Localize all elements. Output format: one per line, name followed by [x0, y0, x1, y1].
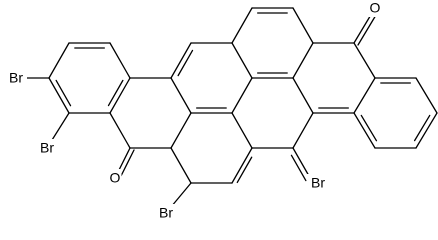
- bond-16: [292, 77, 314, 114]
- bromine-label-4-background: [307, 174, 329, 192]
- bond-layer: [15, 7, 438, 214]
- bromine-label-4-text: Br: [311, 175, 325, 191]
- bond-5: [292, 7, 314, 44]
- bond-27: [109, 77, 131, 114]
- bond-13: [353, 42, 376, 79]
- oxygen-label-2-text: O: [110, 170, 121, 186]
- bond-22: [170, 147, 192, 184]
- double-bond-inner-12: [413, 114, 431, 142]
- bond-1: [170, 42, 192, 79]
- bromine-label-2-text: Br: [40, 140, 54, 156]
- double-bond-inner-13: [360, 114, 378, 142]
- bond-41: [415, 77, 438, 114]
- bromine-label-3-text: Br: [159, 205, 173, 221]
- double-bond-inner-6: [290, 154, 307, 182]
- bond-42: [415, 112, 438, 149]
- bond-6: [292, 42, 314, 79]
- double-bond-inner-10: [55, 79, 72, 107]
- bond-11: [170, 77, 192, 114]
- oxygen-label-2: O: [108, 169, 122, 187]
- bromine-label-2-background: [36, 139, 58, 157]
- bond-9: [231, 77, 253, 114]
- bond-17: [292, 112, 314, 149]
- bromine-label-3: Br: [155, 204, 177, 222]
- bromine-label-2: Br: [36, 139, 58, 157]
- bromine-label-1: Br: [5, 69, 27, 87]
- double-bond-inner-1: [177, 49, 194, 77]
- double-bond-inner-8: [107, 79, 124, 107]
- bond-44: [353, 112, 376, 149]
- bromine-label-3-background: [155, 204, 177, 222]
- double-bond-inner-7: [236, 156, 253, 184]
- bromine-label-1-background: [5, 69, 27, 87]
- bond-32: [48, 77, 70, 114]
- bromine-label-1-text: Br: [9, 70, 23, 86]
- bond-20: [231, 147, 253, 184]
- bond-3: [231, 7, 253, 44]
- oxygen-label-2-background: [108, 169, 122, 187]
- bromine-label-4: Br: [307, 174, 329, 192]
- bond-24: [231, 112, 253, 149]
- bond-8: [231, 42, 253, 79]
- bond-29: [109, 42, 131, 79]
- oxygen-label-1-background: [368, 0, 382, 17]
- oxygen-label-1: O: [368, 0, 382, 17]
- bond-26: [109, 112, 131, 149]
- oxygen-label-1-text: O: [370, 0, 381, 16]
- bond-23: [170, 112, 192, 149]
- bond-14: [353, 77, 376, 114]
- bond-31: [48, 42, 70, 79]
